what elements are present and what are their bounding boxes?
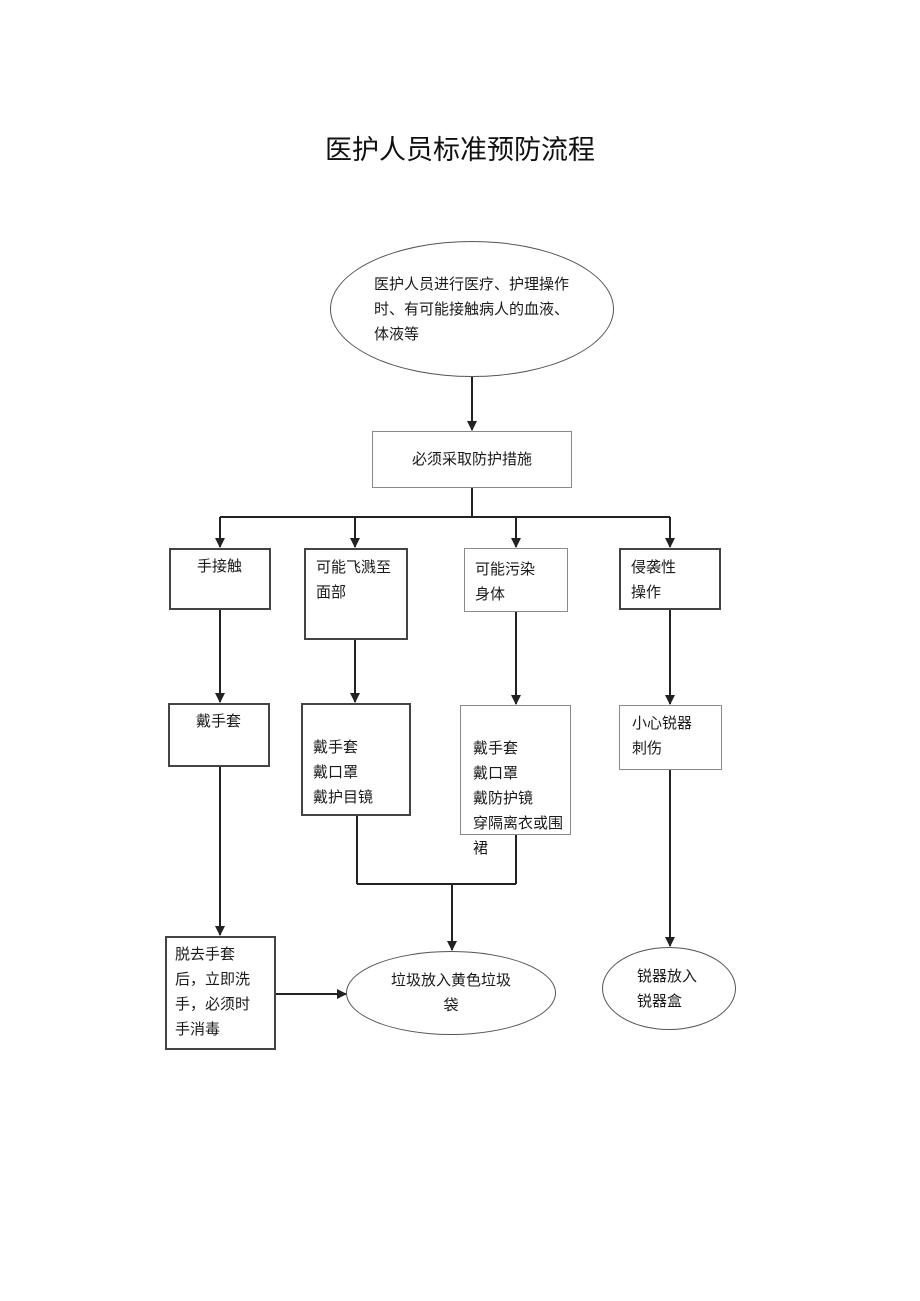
face-splash-box: 可能飞溅至面部 (304, 548, 408, 640)
measures-box: 必须采取防护措施 (372, 431, 572, 488)
invasive-text: 侵袭性操作 (631, 558, 677, 601)
gloves-mask-goggles-text: 戴手套 戴口罩 戴护目镜 (313, 738, 374, 806)
page-title: 医护人员标准预防流程 (325, 135, 595, 166)
sharps-box-ellipse: 锐器放入锐器盒 (602, 947, 736, 1030)
measures-text: 必须采取防护措施 (411, 450, 532, 468)
careful-sharps-box: 小心锐器刺伤 (619, 705, 722, 770)
yellow-bag-text: 垃圾放入黄色垃圾袋 (390, 971, 511, 1014)
body-contamination-box: 可能污染身体 (464, 548, 568, 612)
face-splash-text: 可能飞溅至面部 (316, 558, 392, 601)
gloves-text: 戴手套 (196, 712, 242, 730)
start-ellipse: 医护人员进行医疗、护理操作时、有可能接触病人的血液、体液等 (330, 241, 614, 377)
invasive-box: 侵袭性操作 (619, 548, 721, 610)
sharps-box-text: 锐器放入锐器盒 (637, 966, 698, 1010)
start-text: 医护人员进行医疗、护理操作时、有可能接触病人的血液、体液等 (374, 274, 570, 343)
full-protection-text: 戴手套 戴口罩 戴防护镜 穿隔离衣或围裙 (473, 739, 564, 857)
careful-sharps-text: 小心锐器刺伤 (632, 714, 693, 757)
hand-contact-text: 手接触 (197, 557, 243, 575)
gloves-box: 戴手套 (168, 703, 270, 767)
remove-gloves-text: 脱去手套后，立即洗手，必须时手消毒 (175, 945, 251, 1038)
yellow-bag-ellipse: 垃圾放入黄色垃圾袋 (346, 951, 556, 1035)
body-contamination-text: 可能污染身体 (475, 560, 536, 603)
gloves-mask-goggles-box: 戴手套 戴口罩 戴护目镜 (301, 703, 411, 816)
remove-gloves-box: 脱去手套后，立即洗手，必须时手消毒 (165, 936, 276, 1050)
full-protection-box: 戴手套 戴口罩 戴防护镜 穿隔离衣或围裙 (460, 705, 571, 857)
hand-contact-box: 手接触 (169, 548, 271, 610)
